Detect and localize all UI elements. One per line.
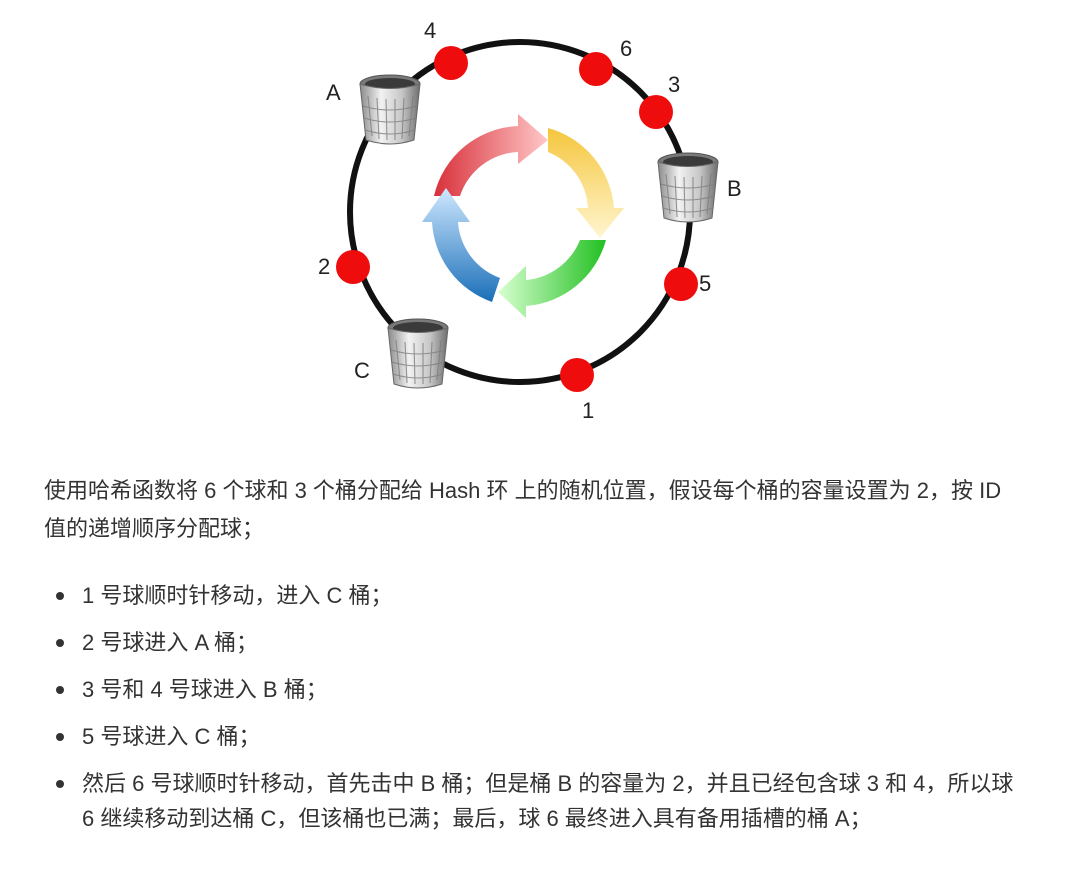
list-item: 5 号球进入 C 桶；: [44, 719, 1024, 754]
ball-label: 1: [582, 398, 594, 423]
bucket-label: B: [727, 176, 742, 201]
bullet-icon: [56, 780, 64, 788]
list-item: 3 号和 4 号球进入 B 桶；: [44, 672, 1024, 707]
cycle-arrows-icon: [422, 114, 624, 318]
bullet-icon: [56, 733, 64, 741]
list-item-text: 1 号球顺时针移动，进入 C 桶；: [82, 583, 393, 608]
ball-1: [560, 358, 594, 392]
ball-label: 6: [620, 36, 632, 61]
list-item-text: 5 号球进入 C 桶；: [82, 724, 261, 749]
ball-3: [639, 95, 673, 129]
ball-6: [579, 52, 613, 86]
trash-bin-icon: [657, 152, 719, 223]
ball-5: [664, 267, 698, 301]
bullet-icon: [56, 639, 64, 647]
list-item-text: 3 号和 4 号球进入 B 桶；: [82, 677, 328, 702]
list-item-text: 2 号球进入 A 桶；: [82, 630, 259, 655]
ball-label: 4: [424, 18, 436, 43]
steps-list: 1 号球顺时针移动，进入 C 桶； 2 号球进入 A 桶； 3 号和 4 号球进…: [44, 578, 1024, 848]
trash-bin-icon: [387, 318, 449, 389]
bullet-icon: [56, 686, 64, 694]
ball-label: 3: [668, 72, 680, 97]
ball-4: [434, 46, 468, 80]
ball-label: 5: [699, 271, 711, 296]
hash-ring-svg: 4 6 3 5 1 2 A B C: [318, 18, 742, 423]
list-item: 1 号球顺时针移动，进入 C 桶；: [44, 578, 1024, 613]
trash-bin-icon: [359, 74, 421, 145]
list-item: 2 号球进入 A 桶；: [44, 625, 1024, 660]
list-item: 然后 6 号球顺时针移动，首先击中 B 桶；但是桶 B 的容量为 2，并且已经包…: [44, 766, 1024, 836]
bucket-label: A: [326, 80, 341, 105]
intro-paragraph: 使用哈希函数将 6 个球和 3 个桶分配给 Hash 环 上的随机位置，假设每个…: [44, 478, 1002, 541]
bucket-label: C: [354, 358, 370, 383]
hash-ring-diagram: 4 6 3 5 1 2 A B C: [0, 0, 1072, 440]
ball-label: 2: [318, 254, 330, 279]
bullet-icon: [56, 592, 64, 600]
ball-2: [336, 250, 370, 284]
list-item-text: 然后 6 号球顺时针移动，首先击中 B 桶；但是桶 B 的容量为 2，并且已经包…: [82, 771, 1014, 831]
